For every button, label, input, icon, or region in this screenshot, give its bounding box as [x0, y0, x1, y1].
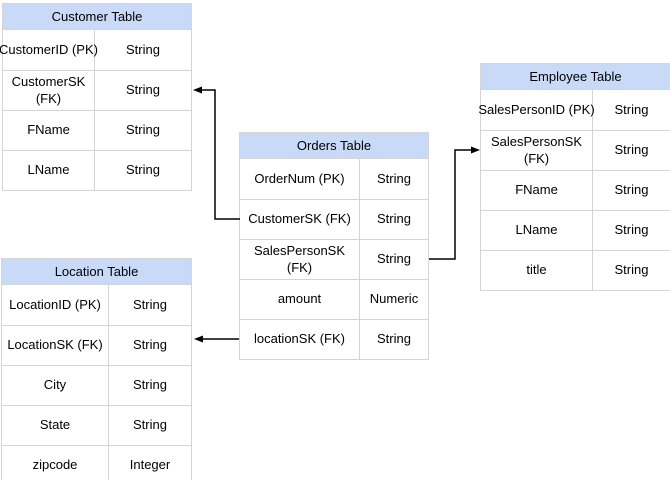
table-row: LocationSK (FK) String	[2, 325, 191, 365]
field-name: SalesPersonSK (FK)	[240, 240, 360, 279]
field-name: LocationSK (FK)	[2, 326, 109, 365]
field-type: Numeric	[369, 291, 419, 307]
table-row: LName String	[481, 210, 670, 250]
field-name: FName	[481, 171, 593, 210]
table-row: City String	[2, 365, 191, 405]
field-name: SalesPersonSK (FK)	[481, 131, 593, 170]
arrowhead-right-icon	[471, 146, 480, 154]
field-type: String	[133, 296, 167, 312]
table-row: SalesPersonSK (FK) String	[481, 130, 670, 170]
field-type: String	[377, 211, 411, 227]
field-name: FName	[3, 111, 95, 150]
customer-table: Customer Table CustomerID (PK) String Cu…	[0, 3, 192, 191]
arrowhead-left-icon	[193, 86, 202, 94]
location-table-title: Location Table	[2, 259, 191, 285]
field-type: String	[377, 170, 411, 186]
field-type: String	[614, 262, 649, 278]
table-row: State String	[2, 405, 191, 445]
location-table: Location Table LocationID (PK) String Lo…	[1, 258, 192, 480]
orders-to-customer-connector	[193, 86, 240, 220]
employee-table: Employee Table SalesPersonID (PK) String…	[478, 63, 670, 291]
field-type: String	[133, 377, 167, 393]
table-row: SalesPersonSK (FK) String	[240, 239, 428, 279]
field-type: String	[377, 331, 411, 347]
table-row: amount Numeric	[240, 279, 428, 319]
orders-to-location-connector	[194, 335, 239, 343]
field-name: LName	[481, 211, 593, 250]
field-type: Integer	[129, 457, 171, 473]
table-row: SalesPersonID (PK) String	[478, 90, 670, 130]
field-name: OrderNum (PK)	[240, 159, 360, 199]
field-type: String	[126, 82, 160, 98]
field-name: City	[2, 366, 109, 405]
table-row: zipcode Integer	[2, 445, 191, 480]
field-type: String	[614, 182, 649, 198]
table-row: FName String	[3, 110, 191, 150]
arrowhead-left-icon	[194, 335, 203, 343]
field-name: CustomerID (PK)	[0, 30, 98, 70]
employee-table-title: Employee Table	[481, 64, 670, 90]
field-name: LName	[3, 151, 95, 190]
field-name: CustomerSK (FK)	[240, 200, 360, 239]
field-name: CustomerSK (FK)	[3, 71, 95, 110]
orders-table-title: Orders Table	[240, 133, 428, 159]
field-type: String	[377, 251, 411, 267]
table-row: LocationID (PK) String	[2, 285, 191, 325]
table-row: FName String	[481, 170, 670, 210]
orders-table: Orders Table OrderNum (PK) String Custom…	[239, 132, 429, 360]
orders-to-employee-connector	[429, 146, 480, 260]
field-name: locationSK (FK)	[240, 320, 360, 359]
field-name: zipcode	[2, 446, 109, 480]
table-row: CustomerSK (FK) String	[240, 199, 428, 239]
customer-table-title: Customer Table	[3, 4, 191, 30]
field-name: State	[2, 406, 109, 445]
table-row: locationSK (FK) String	[240, 319, 428, 359]
field-type: String	[133, 337, 167, 353]
field-type: String	[614, 101, 649, 117]
field-type: String	[614, 222, 649, 238]
field-name: title	[481, 251, 593, 290]
field-name: SalesPersonID (PK)	[478, 90, 595, 130]
table-row: OrderNum (PK) String	[240, 159, 428, 199]
table-row: CustomerSK (FK) String	[3, 70, 191, 110]
field-type: String	[126, 122, 160, 138]
field-name: amount	[240, 280, 360, 319]
table-row: title String	[481, 250, 670, 290]
field-type: String	[126, 162, 160, 178]
table-row: LName String	[3, 150, 191, 190]
field-type: String	[133, 417, 167, 433]
field-name: LocationID (PK)	[2, 285, 109, 325]
field-type: String	[126, 41, 160, 57]
table-row: CustomerID (PK) String	[0, 30, 191, 70]
field-type: String	[614, 142, 649, 158]
